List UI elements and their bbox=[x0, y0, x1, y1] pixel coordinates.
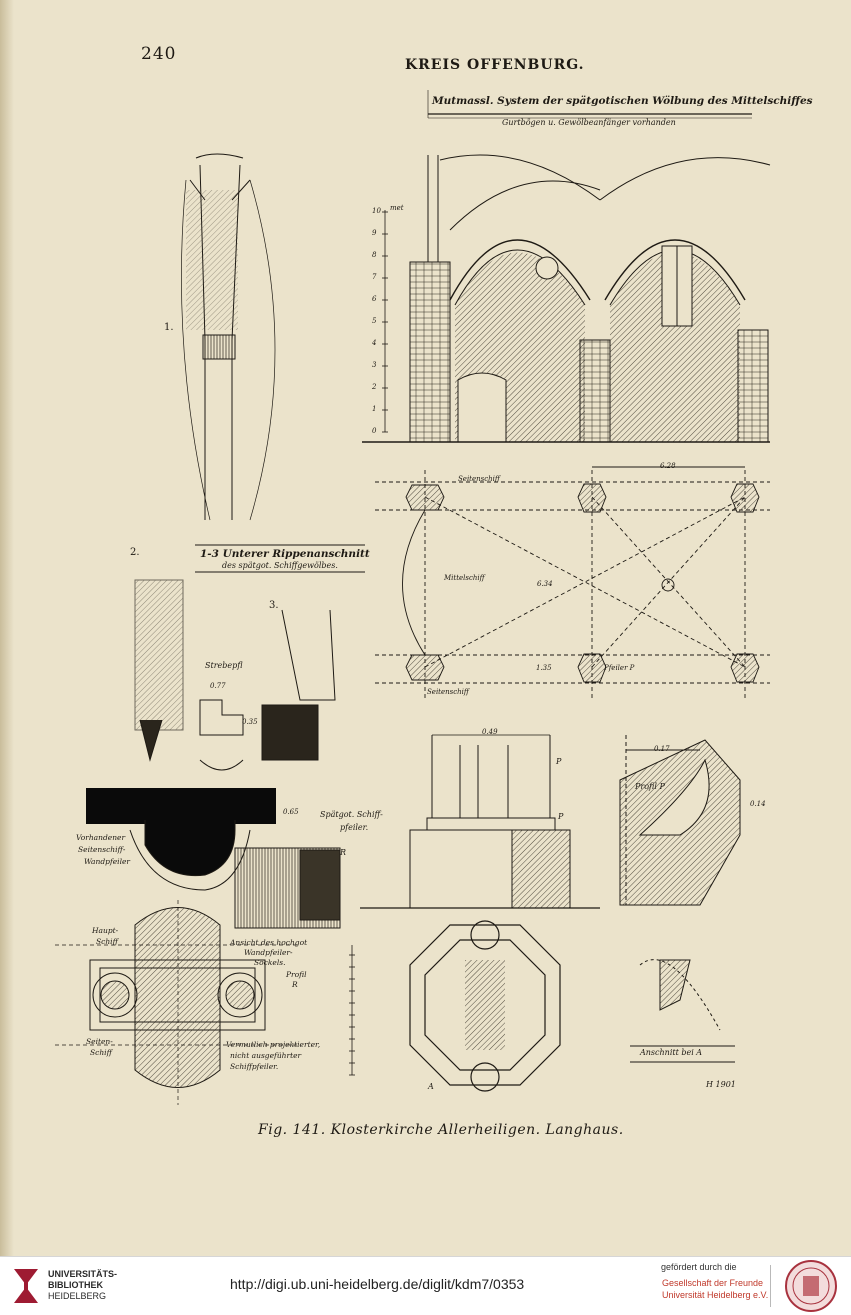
scale-tick-label: 3 bbox=[372, 361, 377, 369]
label-profil-r-1: Profil bbox=[286, 970, 307, 979]
label-profil-p: Profil P bbox=[635, 782, 665, 791]
dim-065: 0.65 bbox=[283, 808, 299, 816]
vault-elevation bbox=[362, 154, 771, 443]
scale-tick-label: 9 bbox=[372, 229, 377, 237]
label-seitenschiff-top: Seitenschiff bbox=[458, 475, 500, 483]
label-seiten-schiff-2: Schiff bbox=[90, 1048, 112, 1057]
sponsor-name[interactable]: Gesellschaft der Freunde Universität Hei… bbox=[662, 1277, 768, 1301]
label-spaetgot-schiffpfeiler-1: Spätgot. Schiff- bbox=[320, 810, 383, 819]
scale-tick-marks bbox=[382, 211, 388, 433]
label-haupt-schiff-1: Haupt- bbox=[92, 926, 119, 935]
label-mittelschiff: Mittelschiff bbox=[444, 574, 485, 582]
label-p-upper: P bbox=[556, 757, 562, 766]
redaction-bar bbox=[86, 788, 276, 824]
label-vorhandener-1: Vorhandener bbox=[76, 833, 126, 842]
ub-heidelberg-logo-icon[interactable] bbox=[10, 1265, 42, 1307]
rib-drawing-2 bbox=[134, 579, 184, 762]
permalink-url[interactable]: http://digi.ub.uni-heidelberg.de/diglit/… bbox=[230, 1276, 525, 1292]
footer-divider bbox=[770, 1265, 771, 1307]
profile-p bbox=[619, 735, 741, 906]
vault-system-subtitle: Gurtbögen u. Gewölbeanfänger vorhanden bbox=[502, 118, 676, 127]
fig-label-2: 2. bbox=[130, 547, 140, 558]
page-edge-shadow bbox=[0, 0, 14, 1256]
scale-tick-label: 10 bbox=[372, 207, 381, 215]
vault-plan bbox=[375, 466, 770, 700]
scale-unit: met bbox=[390, 204, 404, 212]
label-p-lower: P bbox=[558, 812, 564, 821]
label-strebepfeiler: Strebepfl bbox=[205, 661, 243, 670]
dim-628: 6.28 bbox=[660, 462, 676, 470]
scale-tick-label: 4 bbox=[372, 339, 377, 347]
scale-tick-label: 6 bbox=[372, 295, 377, 303]
rib-title-line1: 1-3 Unterer Rippenanschnitt bbox=[200, 548, 370, 560]
label-vermutlich-1: Vermutlich projektierter, bbox=[226, 1040, 321, 1049]
rib-title-frame bbox=[195, 544, 365, 573]
sponsor-label: gefördert durch die bbox=[661, 1262, 737, 1272]
book-page: 240 KREIS OFFENBURG. bbox=[0, 0, 813, 1256]
label-ansicht-3: Sockels. bbox=[254, 958, 286, 967]
quatrefoil-pier-plan bbox=[55, 900, 300, 1105]
figure-141-drawing bbox=[55, 90, 771, 1105]
artist-signature: H 1901 bbox=[706, 1080, 736, 1089]
label-ansicht-1: Ansicht des hochgot bbox=[230, 938, 308, 947]
label-spaetgot-schiffpfeiler-2: pfeiler. bbox=[340, 823, 369, 832]
dim-017: 0.17 bbox=[654, 745, 670, 753]
footer-bar: UNIVERSITÄTS- BIBLIOTHEK HEIDELBERG http… bbox=[0, 1256, 851, 1315]
dim-135: 1.35 bbox=[536, 664, 552, 672]
scale-tick-label: 1 bbox=[372, 405, 377, 413]
fig-label-3: 3. bbox=[269, 600, 279, 611]
university-seal-icon bbox=[785, 1260, 837, 1312]
pier-socle-elevation bbox=[234, 847, 341, 929]
scale-tick-label: 0 bbox=[372, 427, 377, 435]
scale-tick-label: 8 bbox=[372, 251, 377, 259]
small-scale bbox=[349, 945, 355, 1076]
label-pfeiler-p: Pfeiler P bbox=[604, 664, 635, 672]
scale-tick-label: 5 bbox=[372, 317, 377, 325]
library-line2: BIBLIOTHEK bbox=[48, 1280, 103, 1290]
dim-634: 6.34 bbox=[537, 580, 553, 588]
sponsor-line2: Universität Heidelberg e.V. bbox=[662, 1290, 769, 1300]
label-seitenschiff-bottom: Seitenschiff bbox=[427, 688, 469, 696]
label-vermutlich-3: Schiffpfeiler. bbox=[230, 1062, 279, 1071]
sponsor-line1: Gesellschaft der Freunde bbox=[662, 1278, 764, 1288]
label-vorhandener-3: Wandpfeiler bbox=[84, 857, 130, 866]
page-number: 240 bbox=[141, 44, 177, 64]
dim-035: 0.35 bbox=[242, 718, 258, 726]
fig-label-1: 1. bbox=[164, 322, 174, 333]
vault-title-frame bbox=[427, 90, 752, 119]
octagonal-pier-plan bbox=[409, 920, 561, 1092]
label-vermutlich-2: nicht ausgeführter bbox=[230, 1051, 302, 1060]
scale-tick-label: 2 bbox=[372, 383, 377, 391]
label-seiten-schiff-1: Seiten- bbox=[86, 1037, 113, 1046]
dim-049: 0.49 bbox=[482, 728, 498, 736]
running-head: KREIS OFFENBURG. bbox=[405, 57, 585, 73]
label-anschnitt-bei-a: Anschnitt bei A bbox=[640, 1048, 703, 1057]
rib-drawing-3 bbox=[261, 609, 336, 761]
library-line1: UNIVERSITÄTS- bbox=[48, 1269, 118, 1279]
label-a: A bbox=[428, 1082, 434, 1091]
vault-system-title: Mutmassl. System der spätgotischen Wölbu… bbox=[432, 95, 813, 107]
dim-014: 0.14 bbox=[750, 800, 766, 808]
late-gothic-pier-elevation bbox=[360, 734, 600, 909]
label-haupt-schiff-2: Schiff bbox=[96, 937, 118, 946]
scale-tick-label: 7 bbox=[372, 273, 377, 281]
label-r: R bbox=[340, 848, 347, 857]
rib-title-line2: des spätgot. Schiffgewölbes. bbox=[222, 561, 338, 570]
label-ansicht-2: Wandpfeiler- bbox=[244, 948, 293, 957]
label-profil-r-2: R bbox=[292, 980, 298, 989]
library-name: UNIVERSITÄTS- BIBLIOTHEK HEIDELBERG bbox=[48, 1269, 117, 1302]
strebepfeiler-profile bbox=[199, 699, 244, 771]
label-vorhandener-2: Seitenschiff- bbox=[78, 845, 126, 854]
anschnitt-detail bbox=[630, 959, 735, 1063]
rib-drawing-1 bbox=[181, 153, 276, 521]
library-line3: HEIDELBERG bbox=[48, 1291, 107, 1301]
wall-pier-plan bbox=[129, 820, 251, 891]
dim-077: 0.77 bbox=[210, 682, 226, 690]
figure-caption: Fig. 141. Klosterkirche Allerheiligen. L… bbox=[258, 1122, 624, 1138]
